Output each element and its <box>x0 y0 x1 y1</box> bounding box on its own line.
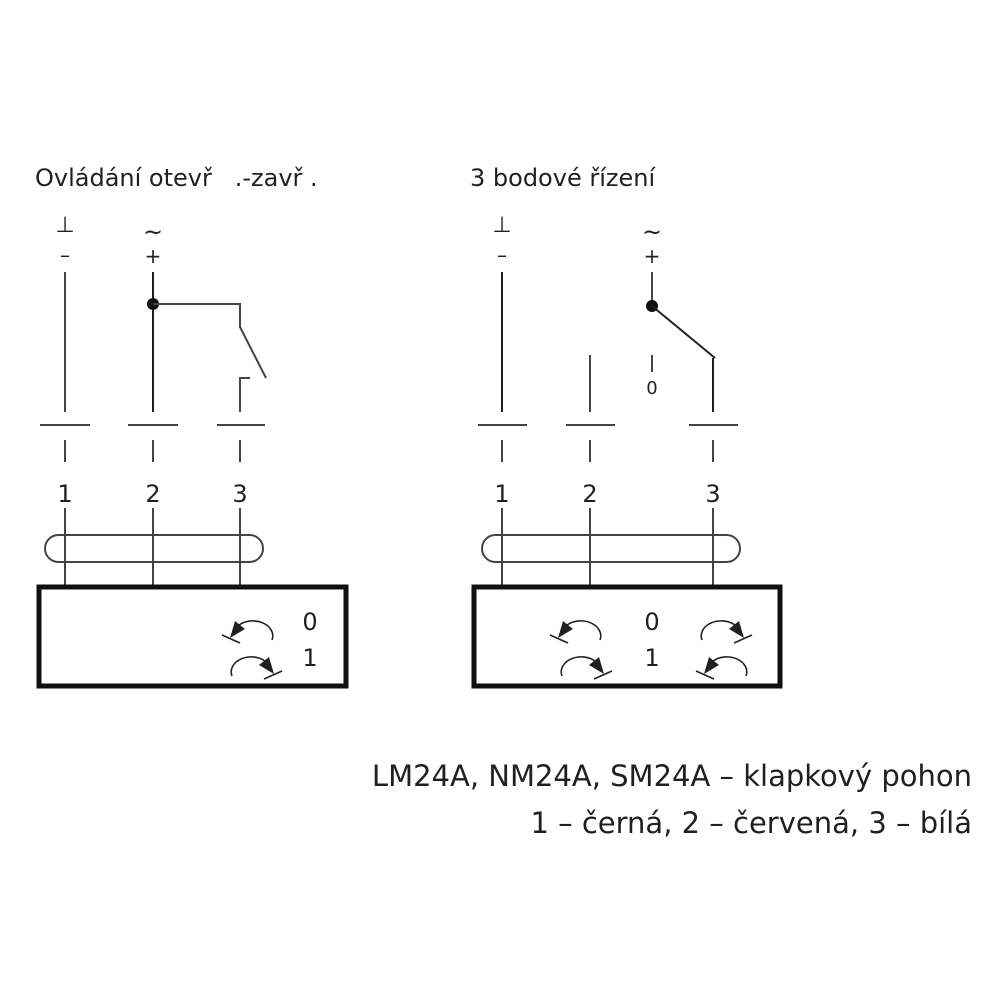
actuator-box <box>471 584 783 689</box>
minus-symbol: – <box>60 243 70 267</box>
rotate-cw-arrow-icon <box>560 656 613 680</box>
plus-symbol: + <box>145 244 162 268</box>
cable-sheath <box>44 534 264 563</box>
switch-contact <box>651 305 716 359</box>
terminal-2: 2 <box>582 480 597 508</box>
switch-off-label: 0 <box>646 378 657 399</box>
rotation-label-1: 1 <box>302 644 317 672</box>
rotate-ccw-arrow-icon <box>221 620 274 644</box>
terminal-2: 2 <box>145 480 160 508</box>
rotation-label-1: 1 <box>644 644 659 672</box>
minus-symbol: – <box>497 243 507 267</box>
ground-symbol: ⊥ <box>492 213 511 238</box>
left-title: Ovládání otevř .-zavř . <box>35 164 318 192</box>
right-diagram: 3 bodové řízení ⊥ – ~ + 0 1 2 3 <box>470 164 783 689</box>
terminal-3: 3 <box>705 480 720 508</box>
plus-symbol: + <box>644 244 661 268</box>
actuator-box <box>36 584 349 689</box>
cable-sheath <box>481 534 741 563</box>
left-wires <box>40 272 267 586</box>
left-diagram: Ovládání otevř .-zavř . ⊥ – ~ + 1 2 3 <box>35 164 349 689</box>
caption-wire-colors: 1 – černá, 2 – červená, 3 – bílá <box>530 806 972 840</box>
ac-symbol: ~ <box>642 218 662 246</box>
rotate-cw-arrow-icon <box>700 620 753 644</box>
terminal-3: 3 <box>232 480 247 508</box>
right-wires <box>478 272 741 586</box>
rotation-label-0: 0 <box>644 608 659 636</box>
terminal-1: 1 <box>57 480 72 508</box>
rotate-cw-arrow-icon <box>230 656 283 680</box>
ac-symbol: ~ <box>143 218 163 246</box>
ground-symbol: ⊥ <box>55 213 74 238</box>
rotate-ccw-arrow-icon <box>695 656 748 680</box>
right-title: 3 bodové řízení <box>470 164 656 192</box>
terminal-1: 1 <box>494 480 509 508</box>
rotate-ccw-arrow-icon <box>549 620 602 644</box>
caption-models: LM24A, NM24A, SM24A – klapkový pohon <box>372 759 972 793</box>
rotation-label-0: 0 <box>302 608 317 636</box>
switch-contact <box>153 303 267 379</box>
